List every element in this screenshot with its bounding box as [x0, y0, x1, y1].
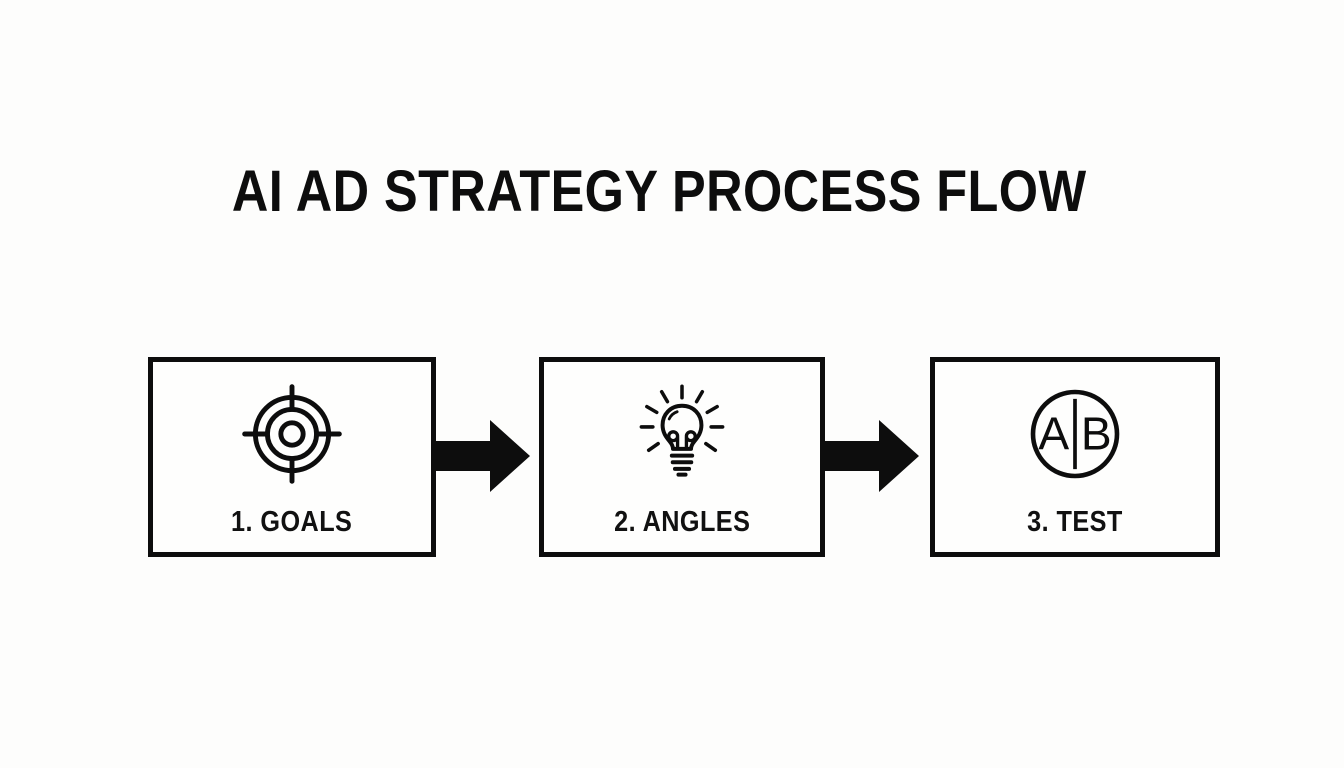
step-label-goals: 1. GOALS [231, 506, 353, 538]
step-box-angles: 2. ANGLES [539, 357, 825, 557]
step-box-test: A B 3. TEST [930, 357, 1220, 557]
target-icon [242, 378, 342, 490]
flow-arrow-icon [436, 420, 530, 492]
ab-letter-b: B [1081, 408, 1112, 460]
step-label-angles: 2. ANGLES [613, 506, 751, 538]
ab-test-icon: A B [1027, 378, 1123, 490]
step-label-test: 3. TEST [1027, 506, 1123, 538]
step-box-goals: 1. GOALS [148, 357, 436, 557]
ab-letter-a: A [1038, 408, 1069, 460]
lightbulb-icon [629, 378, 735, 490]
page-title-text: AI AD STRATEGY PROCESS FLOW [231, 159, 1087, 224]
page-title: AI AD STRATEGY PROCESS FLOW [0, 163, 1331, 221]
flow-arrow-icon [825, 420, 919, 492]
